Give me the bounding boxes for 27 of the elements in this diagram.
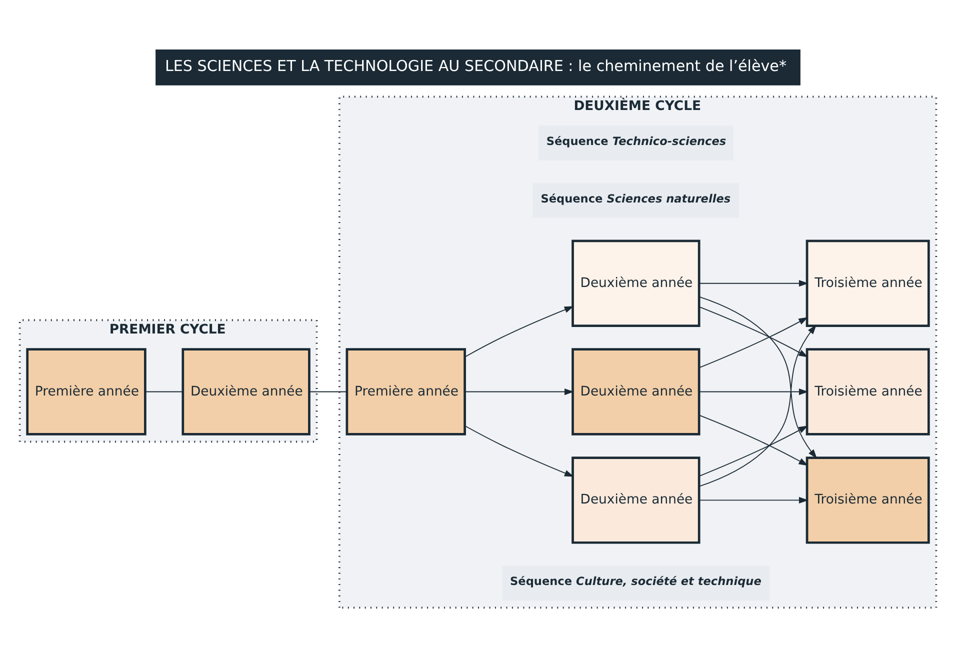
arrow: [698, 316, 808, 368]
node-box: Première année: [346, 348, 466, 435]
arrow: [464, 388, 574, 395]
arrow: [698, 296, 818, 458]
arrow: [698, 496, 808, 504]
arrow: [698, 414, 808, 466]
label: Séquence Sciences naturelles: [540, 192, 731, 205]
connector: [308, 390, 348, 392]
node-box: Première année: [26, 348, 146, 435]
label: Séquence Culture, société et technique: [510, 574, 762, 588]
node-box: Deuxième année: [182, 348, 310, 435]
node-box: Deuxième année: [572, 456, 700, 544]
arrow: [698, 280, 808, 286]
node-box: Deuxième année: [572, 239, 700, 326]
arrow: [464, 306, 574, 357]
node-box: Troisième année: [806, 456, 930, 544]
arrow: [698, 324, 816, 486]
node-box: Deuxième année: [572, 348, 700, 435]
arrow: [464, 424, 574, 476]
diagram-title: LES SCIENCES ET LA TECHNOLOGIE AU SECONDAIRE : le cheminement de l’élève*: [164, 56, 786, 75]
node-box: Troisième année: [806, 348, 930, 435]
node-box: Troisième année: [806, 239, 930, 326]
label: Séquence Technico-sciences: [546, 134, 726, 148]
connector: [145, 390, 184, 392]
arrow: [698, 425, 808, 476]
arrow: [698, 388, 808, 395]
arrow: [698, 306, 808, 357]
